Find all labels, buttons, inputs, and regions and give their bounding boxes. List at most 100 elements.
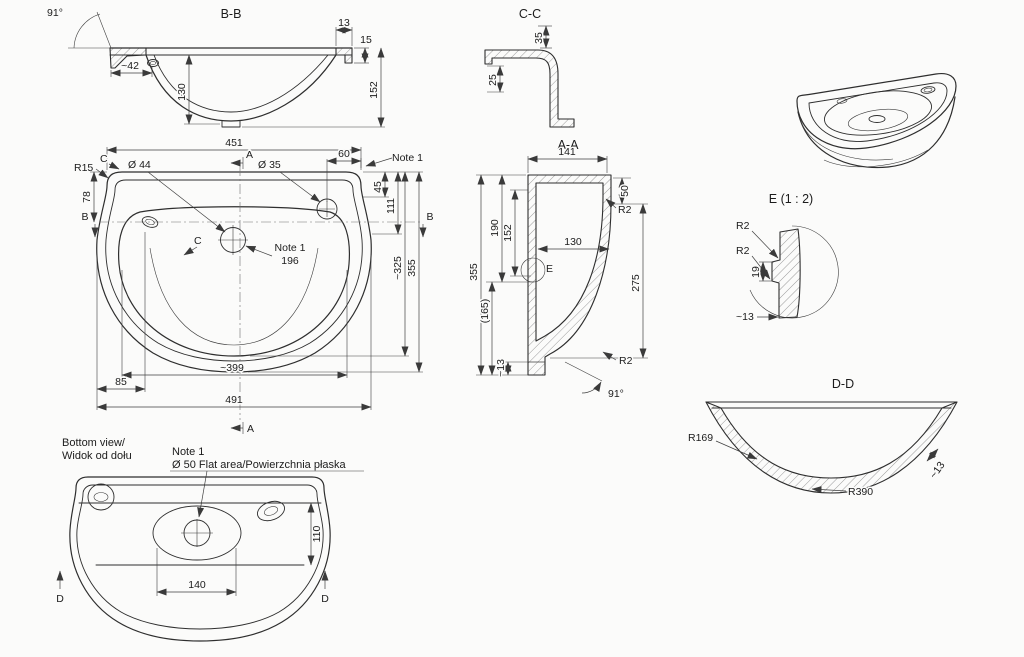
iso-contour (800, 121, 929, 168)
iso-overflow-hole (836, 98, 848, 104)
dd-rim-top (705, 401, 958, 409)
aa-dim-13: ~13 (495, 359, 507, 377)
aa-dimensions: 141 50 R2 190 152 130 275 355 (165) (467, 145, 648, 402)
aa-dim-50: 50 (619, 185, 631, 197)
top-dia35-label: Ø 35 (258, 159, 281, 171)
aa-dim-152: 152 (502, 224, 514, 242)
cc-dim-25: 25 (487, 74, 499, 86)
top-dia44-label: Ø 44 (128, 159, 151, 171)
iso-tap-hole-inner (923, 87, 933, 93)
top-dim-451: 451 (225, 137, 243, 149)
top-dim-355: 355 (406, 259, 418, 277)
top-note1-label: Note 1 (392, 152, 423, 164)
e-rim-profile (771, 228, 801, 319)
e-dimensions: R2 R2 19 ~13 (735, 219, 779, 325)
cc-dimensions: 35 25 (486, 25, 552, 93)
top-dim-399: ~399 (220, 362, 244, 374)
bb-dim-152: 152 (368, 81, 380, 99)
view-section-bb: B-B ~42 13 15 130 152 91° (46, 6, 385, 128)
top-dim-196: 196 (281, 255, 299, 267)
e-r2-bottom: R2 (736, 245, 750, 257)
dd-dim-13: ~13 (928, 459, 948, 481)
aa-dim-275: 275 (630, 274, 642, 292)
view-section-aa: A-A 141 50 R2 190 152 130 275 (467, 137, 648, 402)
top-dim-325: ~325 (392, 256, 404, 280)
iso-bowl-opening (823, 90, 933, 136)
top-dim-60: 60 (338, 148, 350, 160)
view-title-cc: C-C (519, 7, 541, 21)
bottom-marker-d-right: D (321, 593, 329, 605)
top-marker-a-top: A (246, 149, 253, 161)
iso-drain-hole (868, 115, 886, 123)
bb-right-wall-cut (335, 47, 353, 64)
top-bowl-rim (118, 206, 351, 357)
aa-dim-165: (165) (479, 299, 491, 324)
bottom-dim-140: 140 (188, 579, 206, 591)
e-dim-13: ~13 (736, 311, 754, 323)
bb-dimensions: ~42 13 15 130 152 91° (46, 6, 385, 128)
top-dim-491: 491 (225, 394, 243, 406)
aa-angle-91: 91° (608, 388, 624, 400)
top-marker-a-bottom: A (247, 423, 254, 435)
dd-shell-hatch (705, 401, 958, 494)
aa-dim-141: 141 (558, 146, 576, 158)
e-detail-boundary-arc (749, 225, 839, 319)
bottom-overflow-boss-inner (93, 492, 109, 502)
top-tap-cross (319, 201, 335, 217)
view-title-bb: B-B (221, 7, 242, 21)
bb-bowl-curve-inner (153, 54, 329, 113)
bb-dim-13: 13 (338, 17, 350, 29)
iso-outer-rim (796, 72, 957, 150)
bottom-overflow-boss (87, 483, 115, 511)
top-drain-cross (218, 225, 248, 255)
iso-bowl-bottom (847, 108, 909, 132)
aa-cut-profile (527, 174, 612, 376)
top-outer-outline (96, 171, 372, 373)
bottom-marker-d-left: D (56, 593, 64, 605)
bb-overflow-hole (147, 59, 159, 67)
view-bottom: Bottom view/ Widok od dołu Note 1 Ø 50 F… (55, 436, 364, 642)
aa-r2-top: R2 (618, 204, 632, 216)
bb-dim-130: 130 (176, 83, 188, 101)
view-detail-e: E (1 : 2) R2 R2 19 ~13 (735, 191, 839, 325)
top-dim-78: 78 (81, 191, 93, 203)
view-isometric (796, 72, 957, 169)
bb-angle-91: 91° (47, 7, 63, 19)
bottom-tap-boss-inner (263, 506, 279, 516)
top-marker-b-right: B (426, 211, 433, 223)
top-r15-label: R15 (74, 162, 93, 174)
top-marker-c: C (100, 153, 108, 165)
bottom-note-flat-area: Ø 50 Flat area/Powierzchnia płaska (172, 459, 347, 471)
top-overflow-hole-inner (145, 218, 155, 226)
top-inner-outline (105, 179, 363, 362)
view-section-cc: C-C 35 25 (484, 6, 575, 128)
bb-dim-42: ~42 (121, 60, 139, 72)
aa-dim-190: 190 (489, 219, 501, 237)
iso-tap-hole (920, 86, 936, 94)
bottom-inner-outline (76, 484, 324, 630)
bottom-view-label-pl: Widok od dołu (62, 450, 132, 462)
top-marker-b-left: B (81, 211, 88, 223)
view-top-plan: 451 60 Note 1 R15 Ø 44 Ø 35 78 45 111 No… (73, 136, 436, 437)
iso-underside (797, 96, 956, 169)
bb-overflow-hole-inner (149, 61, 157, 65)
top-dim-111: 111 (385, 198, 397, 214)
dd-r390: R390 (848, 486, 873, 498)
dd-r169: R169 (688, 432, 713, 444)
top-note1-center: Note 1 (275, 242, 306, 254)
bb-bowl-curve-outer (145, 54, 337, 122)
top-dimensions: 451 60 Note 1 R15 Ø 44 Ø 35 78 45 111 No… (73, 136, 425, 411)
e-dim-19: 19 (750, 266, 762, 278)
bottom-drain-cross (181, 519, 213, 547)
view-section-dd: D-D R169 R390 ~13 (687, 376, 958, 500)
bottom-dimensions: 110 140 D D (55, 502, 331, 607)
top-dim-45: 45 (372, 181, 384, 193)
cc-dim-35: 35 (533, 32, 545, 44)
view-title-aa: A-A (558, 138, 580, 152)
bottom-dim-110: 110 (311, 525, 323, 542)
bottom-note-leader (197, 470, 208, 518)
top-bowl-contour (149, 247, 319, 346)
iso-inner-rim (808, 82, 948, 143)
